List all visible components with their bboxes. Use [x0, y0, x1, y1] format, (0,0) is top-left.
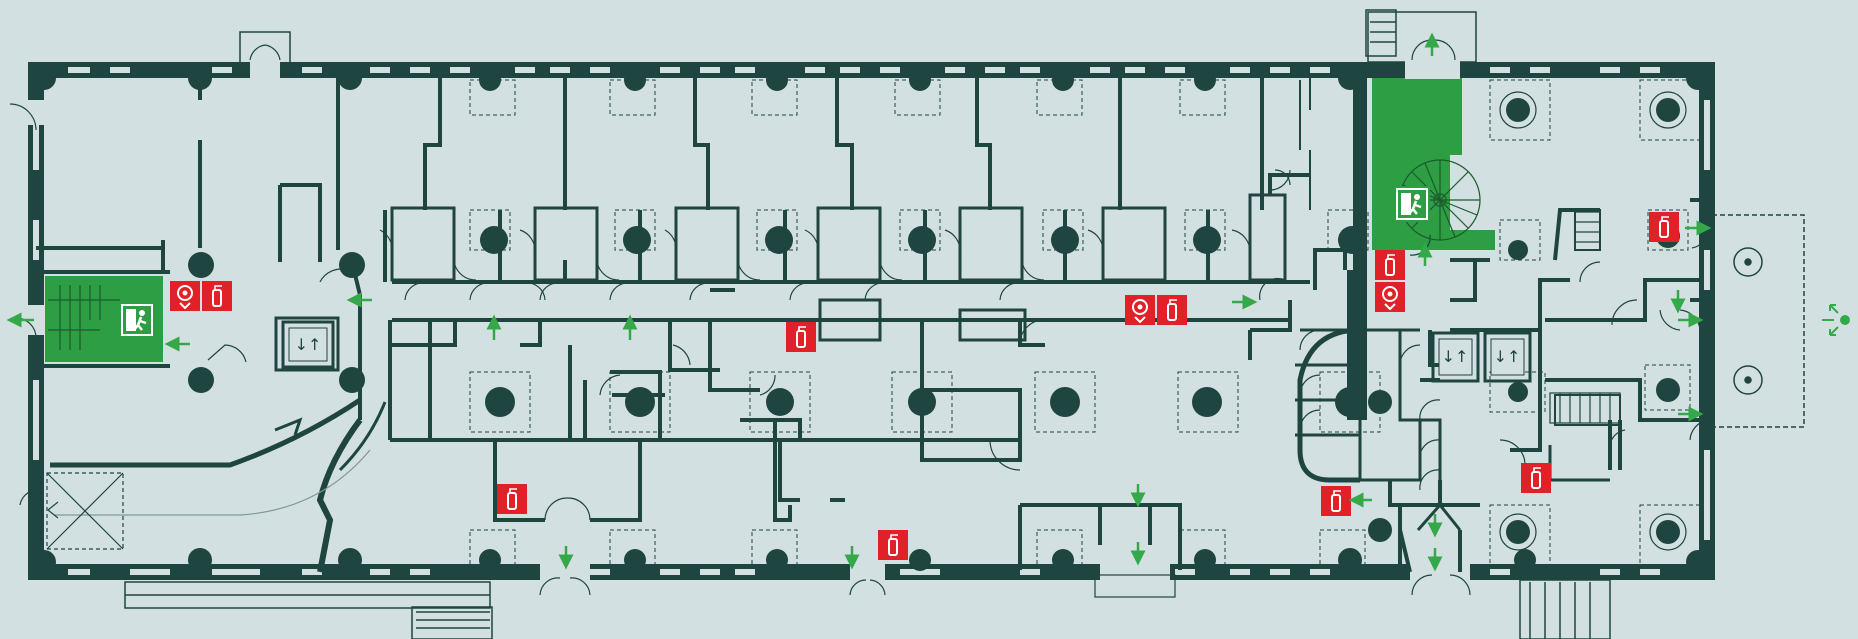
escape-stair-east: [1372, 78, 1495, 250]
lift: ↓↑: [281, 320, 335, 369]
windows: [33, 67, 1710, 575]
fire-hose-reel-icon: [170, 281, 200, 311]
svg-text:↓↑: ↓↑: [1494, 347, 1521, 366]
emergency-exit-running-man-icon: [119, 302, 155, 338]
stairs: [48, 159, 1621, 424]
fire-extinguisher-icon: [1321, 486, 1351, 516]
west-stair: [48, 285, 120, 350]
fire-equipment: [170, 212, 1679, 560]
ramp: [19, 449, 371, 550]
east-stair: [1549, 211, 1621, 424]
fire-hose-reel-icon: [1375, 282, 1405, 312]
fire-extinguisher-icon: [786, 322, 816, 352]
column: [1733, 247, 1763, 277]
fire-extinguisher-icon: [497, 484, 527, 514]
fire-extinguisher-icon: [878, 530, 908, 560]
lift: ↓↑: [1431, 331, 1480, 383]
fire-extinguisher-icon: [1157, 295, 1187, 325]
column: [1733, 365, 1763, 395]
fire-extinguisher-icon: [1649, 212, 1679, 242]
svg-text:↓↑: ↓↑: [1442, 347, 1469, 366]
emergency-exit-running-man-icon: [1394, 186, 1430, 222]
fire-extinguisher-icon: [1521, 463, 1551, 493]
spiral-staircase: [1399, 159, 1481, 241]
fire-hose-reel-icon: [1125, 295, 1155, 325]
interior-columns: [188, 79, 1701, 566]
escape-signs: [119, 186, 1430, 338]
assembly-point-icon: [1822, 304, 1850, 336]
exterior-features: [124, 9, 1805, 639]
lifts: ↓↑ ↓↑ ↓↑: [281, 320, 1532, 383]
door-swings: [207, 169, 1708, 521]
fire-extinguisher-icon: [202, 281, 232, 311]
lift: ↓↑: [1483, 331, 1532, 383]
svg-text:↓↑: ↓↑: [295, 335, 322, 354]
escape-arrows: [6, 32, 1712, 572]
fire-extinguisher-icon: [1375, 250, 1405, 280]
